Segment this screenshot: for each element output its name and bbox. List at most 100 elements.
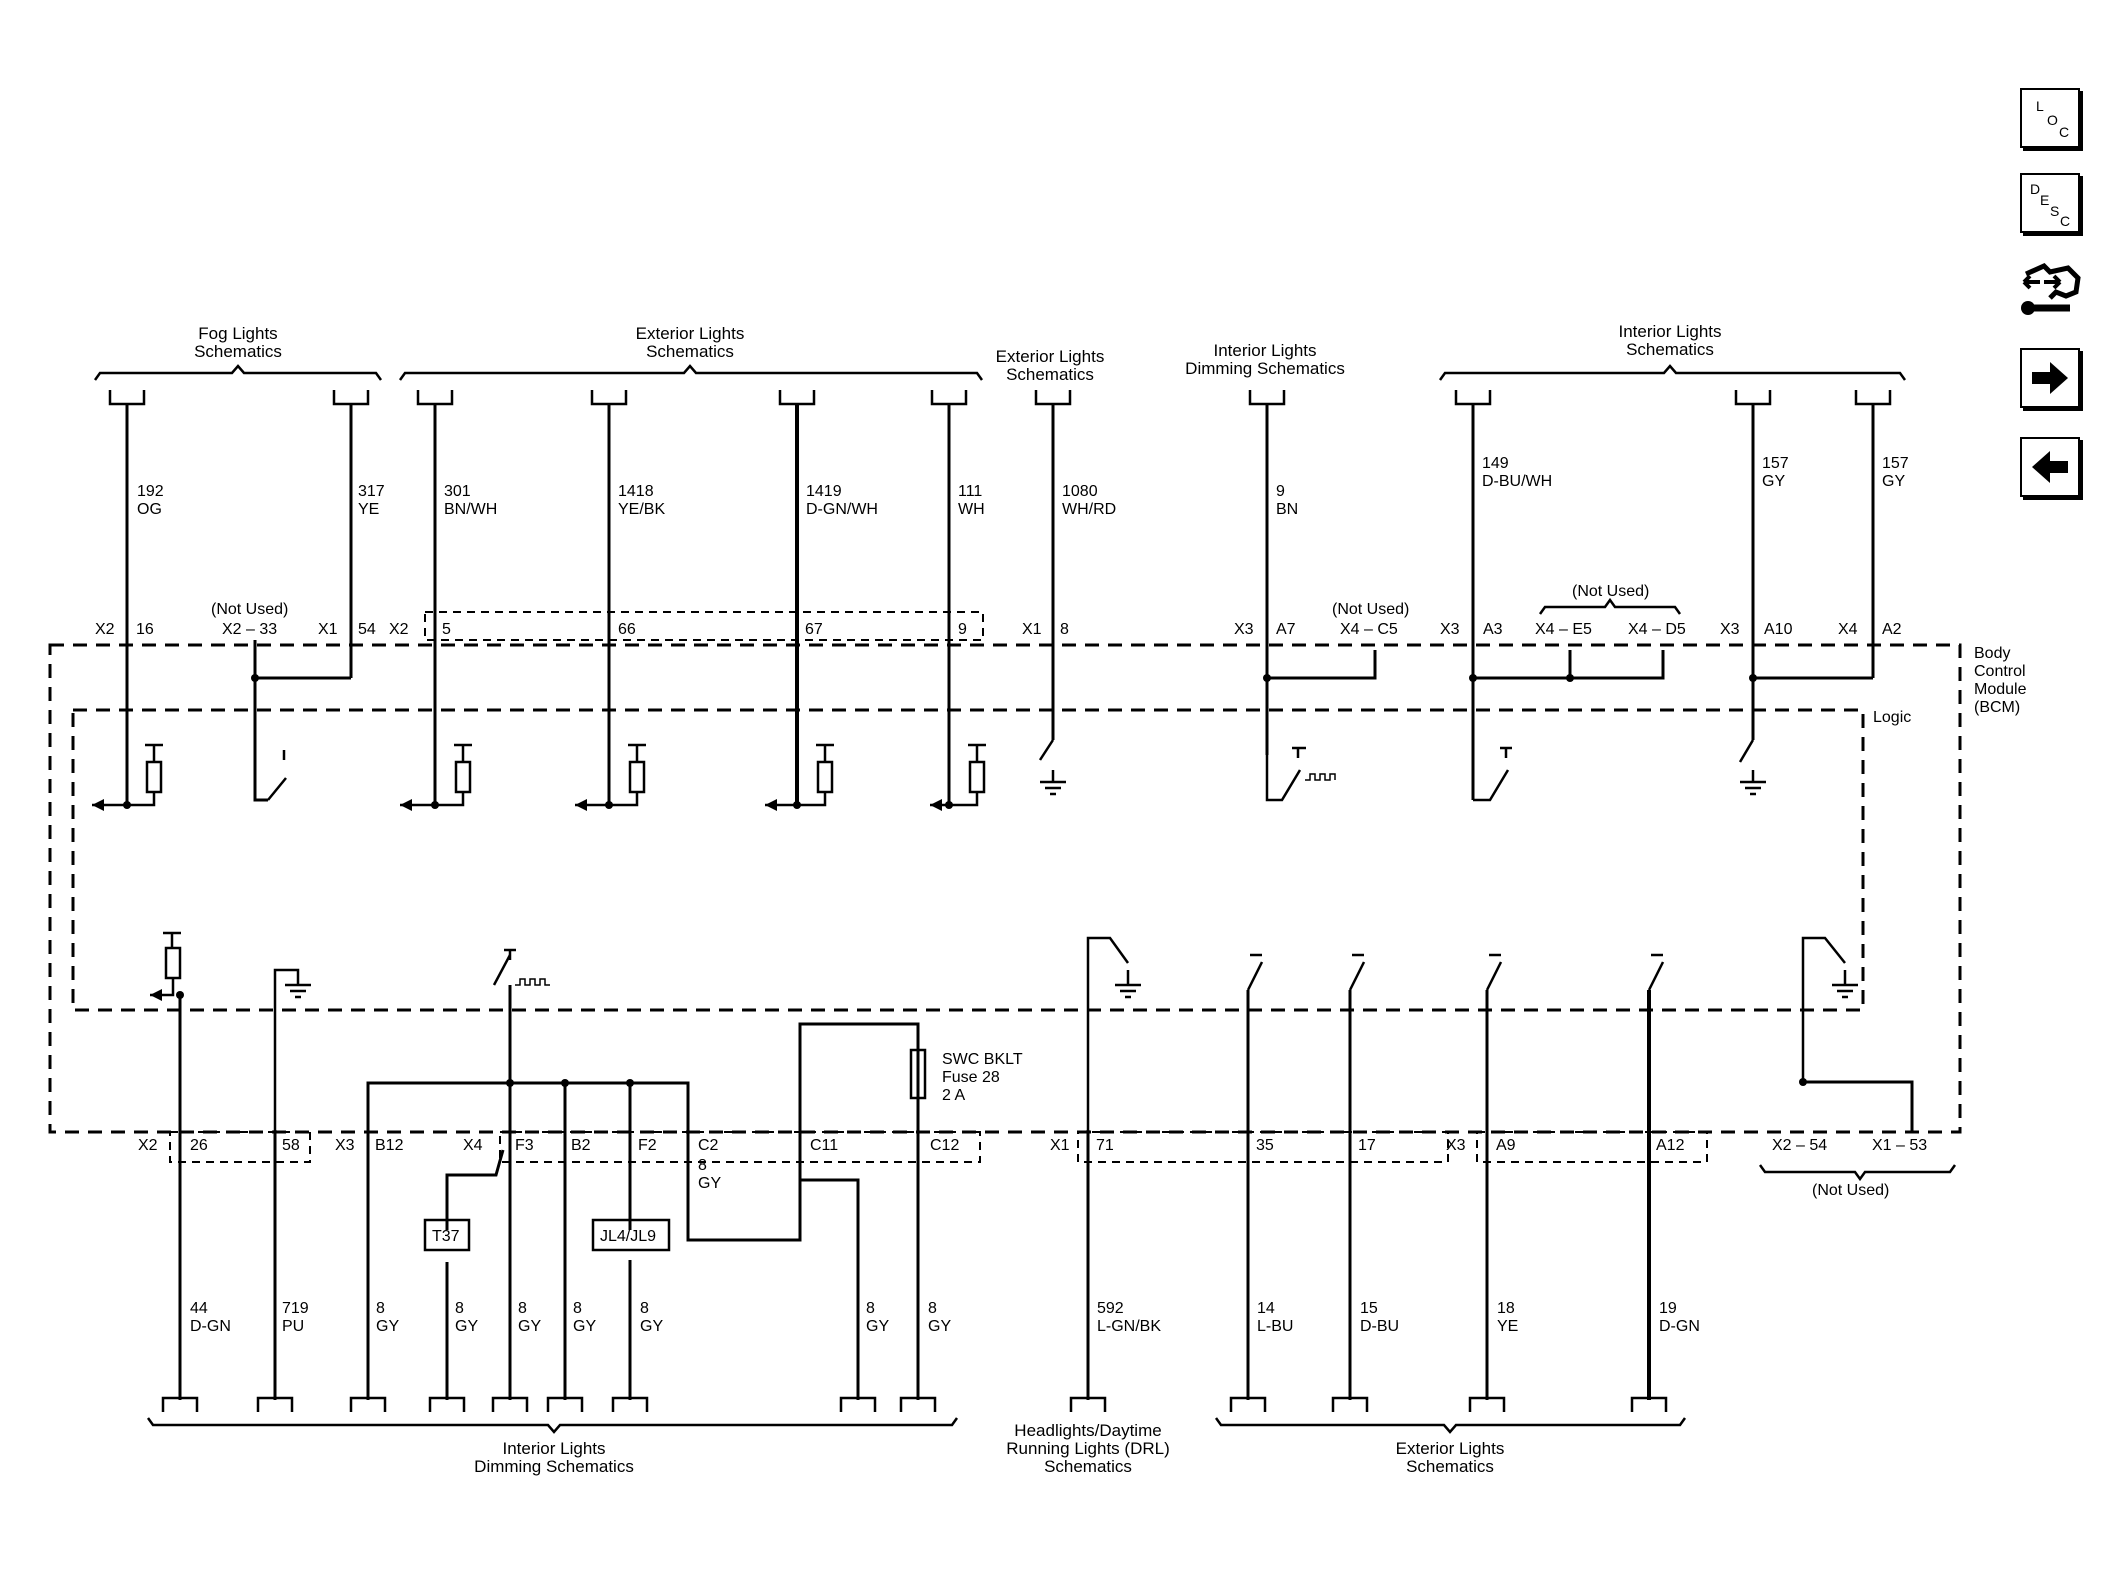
top-driver-symbols xyxy=(92,739,1766,811)
svg-text:BN/WH: BN/WH xyxy=(444,501,497,518)
svg-text:X2: X2 xyxy=(95,621,115,638)
svg-text:X4 – C5: X4 – C5 xyxy=(1340,621,1398,638)
svg-text:C12: C12 xyxy=(930,1137,959,1154)
logic-boundary xyxy=(71,708,1865,1012)
svg-text:Exterior Lights: Exterior Lights xyxy=(996,347,1105,366)
svg-text:592: 592 xyxy=(1097,1300,1124,1317)
bottom-dashed-3 xyxy=(1077,1131,1449,1163)
svg-text:SWC BKLT: SWC BKLT xyxy=(942,1051,1023,1068)
header-interior-dimming-top: Interior Lights Dimming Schematics xyxy=(1185,341,1345,378)
arrow-right-icon xyxy=(2032,362,2068,394)
svg-text:66: 66 xyxy=(618,621,636,638)
bottom-driver-symbols xyxy=(150,931,1914,1132)
svg-text:(BCM): (BCM) xyxy=(1974,699,2020,716)
header-fog-lights: Fog Lights Schematics xyxy=(93,324,383,381)
svg-text:8: 8 xyxy=(573,1300,582,1317)
header-exterior-lights-1: Exterior Lights Schematics xyxy=(398,324,984,381)
svg-text:Body: Body xyxy=(1974,645,2010,662)
svg-text:54: 54 xyxy=(358,621,376,638)
svg-text:Schematics: Schematics xyxy=(1044,1457,1132,1476)
svg-text:L-BU: L-BU xyxy=(1257,1318,1293,1335)
svg-text:WH: WH xyxy=(958,501,985,518)
svg-text:X3: X3 xyxy=(1446,1137,1466,1154)
svg-text:8: 8 xyxy=(640,1300,649,1317)
arrow-left-icon xyxy=(2032,451,2068,483)
svg-text:L-GN/BK: L-GN/BK xyxy=(1097,1318,1161,1335)
svg-text:GY: GY xyxy=(1762,473,1785,490)
next-button[interactable] xyxy=(2020,348,2080,408)
svg-text:16: 16 xyxy=(136,621,154,638)
desc-letter-d: D xyxy=(2030,181,2041,197)
svg-text:Schematics: Schematics xyxy=(646,342,734,361)
svg-text:A10: A10 xyxy=(1764,621,1793,638)
svg-text:Headlights/Daytime: Headlights/Daytime xyxy=(1014,1421,1161,1440)
component-t37: T37 xyxy=(423,1218,471,1252)
top-wires xyxy=(125,404,1875,805)
svg-text:PU: PU xyxy=(282,1318,304,1335)
svg-text:X4 – D5: X4 – D5 xyxy=(1628,621,1686,638)
svg-text:YE: YE xyxy=(1497,1318,1518,1335)
location-button[interactable]: L O C xyxy=(2020,88,2080,148)
svg-text:67: 67 xyxy=(805,621,823,638)
svg-text:X3: X3 xyxy=(1234,621,1254,638)
header-exterior-lights-2: Exterior Lights Schematics xyxy=(996,347,1105,384)
svg-text:2 A: 2 A xyxy=(942,1087,965,1104)
svg-text:Dimming Schematics: Dimming Schematics xyxy=(474,1457,634,1476)
svg-text:18: 18 xyxy=(1497,1300,1515,1317)
desc-letter-e: E xyxy=(2040,192,2050,208)
svg-text:X4 – E5: X4 – E5 xyxy=(1535,621,1592,638)
svg-text:X2 – 33: X2 – 33 xyxy=(222,621,277,638)
svg-text:9: 9 xyxy=(1276,483,1285,500)
svg-text:111: 111 xyxy=(958,483,982,500)
component-jl4-jl9: JL4/JL9 xyxy=(591,1218,671,1252)
svg-text:(Not Used): (Not Used) xyxy=(211,601,288,618)
svg-text:8: 8 xyxy=(698,1157,707,1174)
svg-text:8: 8 xyxy=(518,1300,527,1317)
svg-text:Schematics: Schematics xyxy=(1626,340,1714,359)
svg-text:35: 35 xyxy=(1256,1137,1274,1154)
svg-text:GY: GY xyxy=(1882,473,1905,490)
not-used-bracket-bottom xyxy=(1758,1164,1957,1182)
svg-text:BN: BN xyxy=(1276,501,1298,518)
header-interior-dimming-bottom: Interior Lights Dimming Schematics xyxy=(146,1417,959,1476)
svg-text:A3: A3 xyxy=(1483,621,1503,638)
header-drl: Headlights/Daytime Running Lights (DRL) … xyxy=(1006,1421,1169,1476)
previous-button[interactable] xyxy=(2020,437,2080,497)
svg-text:Fog Lights: Fog Lights xyxy=(198,324,277,343)
svg-text:YE: YE xyxy=(358,501,379,518)
svg-text:Schematics: Schematics xyxy=(194,342,282,361)
svg-text:719: 719 xyxy=(282,1300,309,1317)
svg-text:X3: X3 xyxy=(1720,621,1740,638)
desc-letter-s: S xyxy=(2050,203,2060,219)
svg-text:F3: F3 xyxy=(515,1137,534,1154)
svg-text:X2: X2 xyxy=(138,1137,158,1154)
svg-text:8: 8 xyxy=(1060,621,1069,638)
loc-letter-c: C xyxy=(2059,124,2070,140)
top-terminals xyxy=(108,390,1892,406)
svg-text:Interior Lights: Interior Lights xyxy=(1214,341,1317,360)
svg-text:D-BU/WH: D-BU/WH xyxy=(1482,473,1552,490)
svg-text:8: 8 xyxy=(866,1300,875,1317)
svg-text:44: 44 xyxy=(190,1300,208,1317)
svg-text:1080: 1080 xyxy=(1062,483,1098,500)
top-internal-connections xyxy=(251,640,1873,802)
svg-text:F2: F2 xyxy=(638,1137,657,1154)
svg-text:26: 26 xyxy=(190,1137,208,1154)
svg-text:Fuse 28: Fuse 28 xyxy=(942,1069,1000,1086)
svg-text:B12: B12 xyxy=(375,1137,404,1154)
svg-text:X3: X3 xyxy=(335,1137,355,1154)
svg-text:A9: A9 xyxy=(1496,1137,1516,1154)
svg-text:157: 157 xyxy=(1882,455,1909,472)
svg-text:157: 157 xyxy=(1762,455,1789,472)
svg-text:Exterior Lights: Exterior Lights xyxy=(636,324,745,343)
connector-repair-icon[interactable] xyxy=(2020,252,2086,328)
svg-text:(Not Used): (Not Used) xyxy=(1812,1182,1889,1199)
svg-text:GY: GY xyxy=(640,1318,663,1335)
description-button[interactable]: D E S C xyxy=(2020,173,2080,233)
svg-text:A12: A12 xyxy=(1656,1137,1685,1154)
svg-text:15: 15 xyxy=(1360,1300,1378,1317)
svg-text:A7: A7 xyxy=(1276,621,1296,638)
svg-text:OG: OG xyxy=(137,501,162,518)
